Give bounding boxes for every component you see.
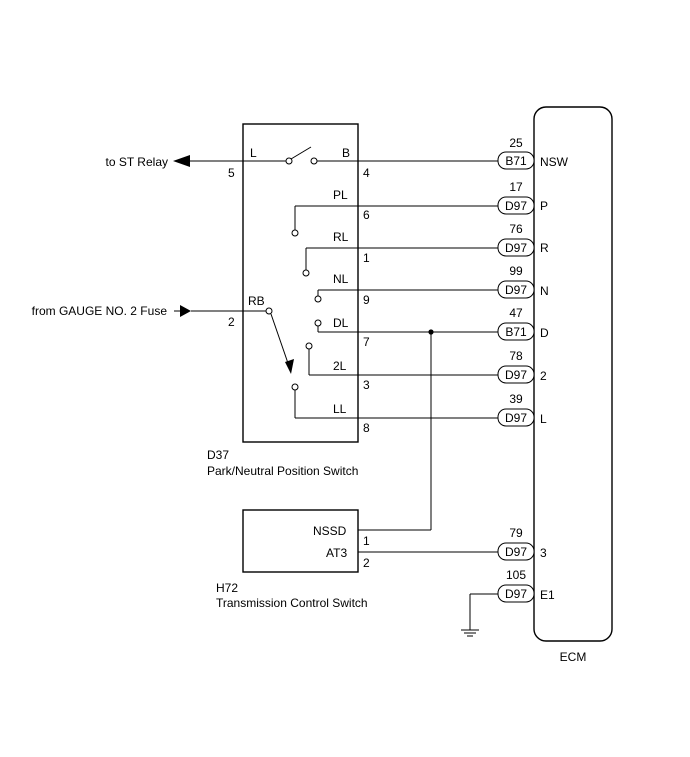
d37-pin-1: 1	[363, 251, 370, 265]
d37-label-ll: LL	[333, 402, 347, 416]
ecm-connector-8: D97 79 3	[497, 526, 547, 561]
gauge-fuse-label: from GAUGE NO. 2 Fuse	[32, 304, 168, 318]
ecm-connector-1: B71 25 NSW	[497, 136, 569, 170]
d37-name: Park/Neutral Position Switch	[207, 464, 358, 478]
svg-text:D97: D97	[505, 368, 527, 382]
svg-text:25: 25	[509, 136, 523, 150]
d37-label-pl: PL	[333, 188, 348, 202]
d37-code: D37	[207, 448, 229, 462]
svg-text:D97: D97	[505, 283, 527, 297]
svg-text:2: 2	[540, 369, 547, 383]
svg-text:17: 17	[509, 180, 523, 194]
ll-circuit	[291, 383, 498, 419]
ecm-connector-5: B71 47 D	[497, 306, 549, 341]
gauge-fuse-circuit	[174, 305, 294, 374]
d37-pin-3: 3	[363, 378, 370, 392]
ground-circuit	[461, 593, 498, 637]
d37-pin-8: 8	[363, 421, 370, 435]
h72-code: H72	[216, 581, 238, 595]
ecm-connector-3: D97 76 R	[497, 222, 549, 257]
d37-pin-4: 4	[363, 166, 370, 180]
svg-text:39: 39	[509, 392, 523, 406]
ecm-connector-9: D97 105 E1	[497, 568, 555, 603]
d37-label-rl: RL	[333, 230, 349, 244]
ecm-connector-6: D97 78 2	[497, 349, 547, 384]
selector-wiper	[270, 313, 291, 370]
svg-text:79: 79	[509, 526, 523, 540]
h72-label-at3: AT3	[326, 546, 347, 560]
ecm-connector-2: D97 17 P	[497, 180, 548, 215]
dl-circuit	[314, 319, 498, 531]
d37-label-b: B	[342, 146, 350, 160]
svg-text:B71: B71	[505, 325, 527, 339]
neutral-start-contact	[290, 146, 312, 160]
d37-label-l: L	[250, 146, 257, 160]
d37-label-2l: 2L	[333, 359, 347, 373]
pl-circuit	[291, 205, 498, 237]
svg-text:47: 47	[509, 306, 523, 320]
svg-text:78: 78	[509, 349, 523, 363]
svg-text:D97: D97	[505, 411, 527, 425]
ecm-connector-7: D97 39 L	[497, 392, 547, 427]
svg-text:3: 3	[540, 546, 547, 560]
svg-text:76: 76	[509, 222, 523, 236]
svg-text:D97: D97	[505, 199, 527, 213]
h72-pin-2: 2	[363, 556, 370, 570]
svg-text:NSW: NSW	[540, 155, 569, 169]
svg-text:105: 105	[506, 568, 526, 582]
ecm-connector-4: D97 99 N	[497, 264, 549, 299]
d37-pin-5: 5	[228, 166, 235, 180]
h72-pin-1: 1	[363, 534, 370, 548]
h72-label-nssd: NSSD	[313, 524, 347, 538]
st-relay-label: to ST Relay	[106, 155, 168, 169]
svg-text:D97: D97	[505, 545, 527, 559]
ecm-label: ECM	[560, 650, 587, 664]
d37-pin-6: 6	[363, 208, 370, 222]
svg-text:L: L	[540, 412, 547, 426]
svg-text:D97: D97	[505, 241, 527, 255]
gauge-fuse-arrow	[180, 305, 191, 317]
svg-text:D97: D97	[505, 587, 527, 601]
st-relay-circuit	[173, 146, 498, 167]
d37-label-rb: RB	[248, 294, 265, 308]
h72-name: Transmission Control Switch	[216, 596, 368, 610]
st-relay-arrow	[173, 155, 190, 167]
svg-text:D: D	[540, 326, 549, 340]
nl-circuit	[314, 289, 498, 303]
svg-text:P: P	[540, 199, 548, 213]
svg-text:R: R	[540, 241, 549, 255]
d37-switch-box	[242, 123, 359, 443]
d37-label-dl: DL	[333, 316, 349, 330]
d37-pin-2: 2	[228, 315, 235, 329]
svg-text:E1: E1	[540, 588, 555, 602]
svg-text:99: 99	[509, 264, 523, 278]
h72-switch-box	[242, 509, 359, 573]
d37-pin-7: 7	[363, 335, 370, 349]
2l-circuit	[305, 342, 498, 376]
rl-circuit	[302, 247, 498, 277]
svg-text:B71: B71	[505, 154, 527, 168]
d37-label-nl: NL	[333, 272, 349, 286]
svg-text:N: N	[540, 284, 549, 298]
d37-pin-9: 9	[363, 293, 370, 307]
